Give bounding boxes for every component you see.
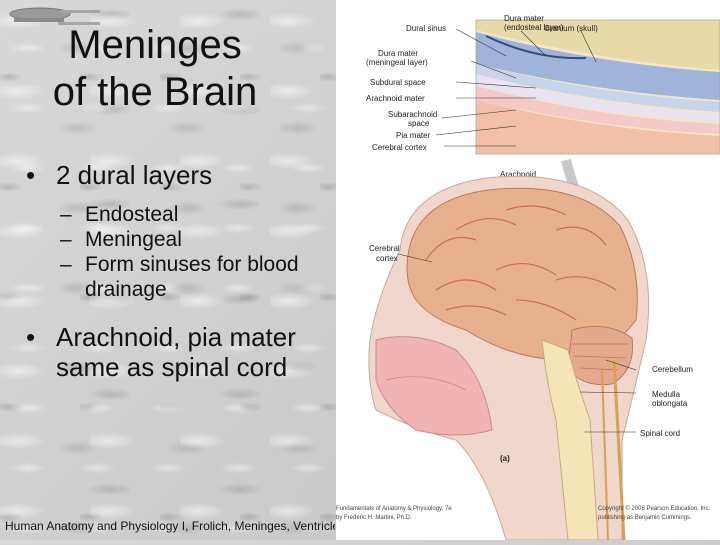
label-subarachnoid-space: Subarachnoid	[388, 110, 437, 119]
credit-left-line-1: Fundamentals of Anatomy & Physiology, 7e	[336, 506, 452, 512]
bullet-item: • 2 dural layers	[26, 160, 346, 190]
meninges-diagram: Dura mater (endosteal layer) Dural sinus…	[336, 0, 720, 540]
label-pia-mater: Pia mater	[396, 131, 431, 140]
label-dura-mater-meningeal: Dura mater	[378, 49, 418, 58]
label-medulla: Medulla	[652, 390, 681, 399]
label-spinal-cord: Spinal cord	[640, 429, 680, 438]
sub-bullet-text: Meningeal	[85, 228, 182, 251]
label-cranium: Cranium (skull)	[544, 24, 598, 33]
sub-bullet-text: Endosteal	[85, 203, 178, 226]
slide-title: Meninges of the Brain	[20, 22, 290, 116]
bullet-list: • 2 dural layers – Endosteal – Meningeal…	[26, 160, 346, 394]
label-subdural-space: Subdural space	[370, 78, 426, 87]
sub-bullet-list: – Endosteal – Meningeal – Form sinuses f…	[26, 202, 346, 302]
label-dural-sinus: Dural sinus	[406, 24, 446, 33]
layer-inset	[476, 20, 720, 154]
sub-bullet-item: – Meningeal	[26, 227, 346, 252]
label-panel: (a)	[500, 454, 510, 463]
title-line-2: of the Brain	[20, 69, 290, 116]
dash-icon: –	[60, 202, 72, 227]
sub-bullet-item: – Endosteal	[26, 202, 346, 227]
sub-bullet-text: Form sinuses for blood drainage	[85, 253, 299, 301]
label-cerebellum: Cerebellum	[652, 365, 693, 374]
label-subarachnoid-space-2: space	[408, 119, 430, 128]
label-cerebral-cortex-top: Cerebral cortex	[372, 143, 427, 152]
bullet-text: Arachnoid, pia mater same as spinal cord	[56, 322, 296, 382]
bullet-text: 2 dural layers	[56, 160, 212, 190]
label-dura-mater-meningeal-2: (meningeal layer)	[366, 58, 428, 67]
label-cerebral-cortex-side-2: cortex	[376, 254, 398, 263]
dash-icon: –	[60, 227, 72, 252]
bullet-dot-icon: •	[26, 322, 35, 352]
slide-footer: Human Anatomy and Physiology I, Frolich,…	[5, 519, 335, 533]
label-arachnoid-mater: Arachnoid mater	[366, 94, 425, 103]
credit-right-line-1: Copyright © 2006 Pearson Education, Inc.	[598, 505, 710, 512]
label-dura-mater-endosteal: Dura mater	[504, 14, 544, 23]
label-cerebral-cortex-side: Cerebral	[369, 244, 400, 253]
sub-bullet-item: – Form sinuses for blood drainage	[26, 252, 331, 302]
meninges-illustration: Dura mater (endosteal layer) Dural sinus…	[336, 0, 720, 540]
bullet-dot-icon: •	[26, 160, 35, 190]
credit-right-line-2: publishing as Benjamin Cummings.	[598, 515, 692, 521]
title-line-1: Meninges	[20, 22, 290, 69]
bullet-item: • Arachnoid, pia mater same as spinal co…	[26, 322, 341, 382]
label-medulla-2: oblongata	[652, 399, 688, 408]
dash-icon: –	[60, 252, 72, 277]
credit-left-line-2: by Frederic H. Martini, Ph.D.	[336, 515, 412, 521]
head-section	[369, 176, 649, 540]
